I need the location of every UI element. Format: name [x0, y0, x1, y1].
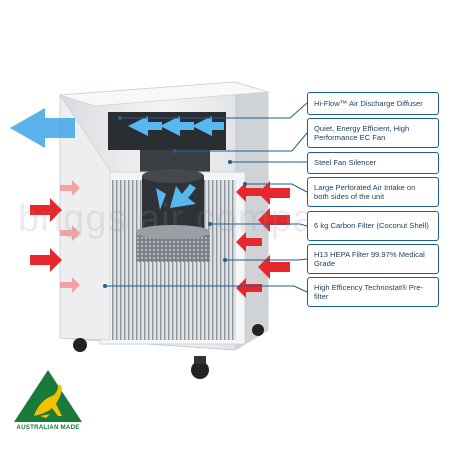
intake-arrows-right: [236, 181, 290, 298]
callout-ec-fan: Quiet, Energy Efficient, High Performanc…: [307, 118, 439, 148]
callout-label: Large Perforated Air Intake on both side…: [314, 182, 416, 201]
callout-fan-silencer: Steel Fan Silencer: [307, 152, 439, 174]
badge-label: AUSTRALIAN MADE: [16, 424, 80, 431]
callout-label: Hi-Flow™ Air Discharge Diffuser: [314, 98, 423, 108]
australian-made-badge: AUSTRALIAN MADE: [12, 368, 84, 440]
leader-dots: [103, 116, 247, 288]
callout-label: Quiet, Energy Efficient, High Performanc…: [314, 123, 410, 142]
callout-label: High Efficency Technostat® Pre-filter: [314, 282, 424, 301]
callout-air-discharge-diffuser: Hi-Flow™ Air Discharge Diffuser: [307, 92, 439, 115]
leader-lines: [105, 102, 308, 293]
callout-label: Steel Fan Silencer: [314, 158, 377, 168]
callout-pre-filter: High Efficency Technostat® Pre-filter: [307, 277, 439, 307]
intake-arrows-left: [30, 180, 80, 293]
kangaroo-triangle-icon: [14, 370, 82, 422]
callout-label: 6 kg Carbon Filter (Coconut Shell): [314, 221, 429, 231]
discharge-airflow-arrows: [10, 108, 224, 210]
callout-label: H13 HEPA Filter 99.97% Medical Grade: [314, 249, 425, 268]
callout-carbon-filter: 6 kg Carbon Filter (Coconut Shell): [307, 211, 439, 241]
callout-air-intake: Large Perforated Air Intake on both side…: [307, 177, 439, 207]
callout-hepa-filter: H13 HEPA Filter 99.97% Medical Grade: [307, 244, 439, 274]
